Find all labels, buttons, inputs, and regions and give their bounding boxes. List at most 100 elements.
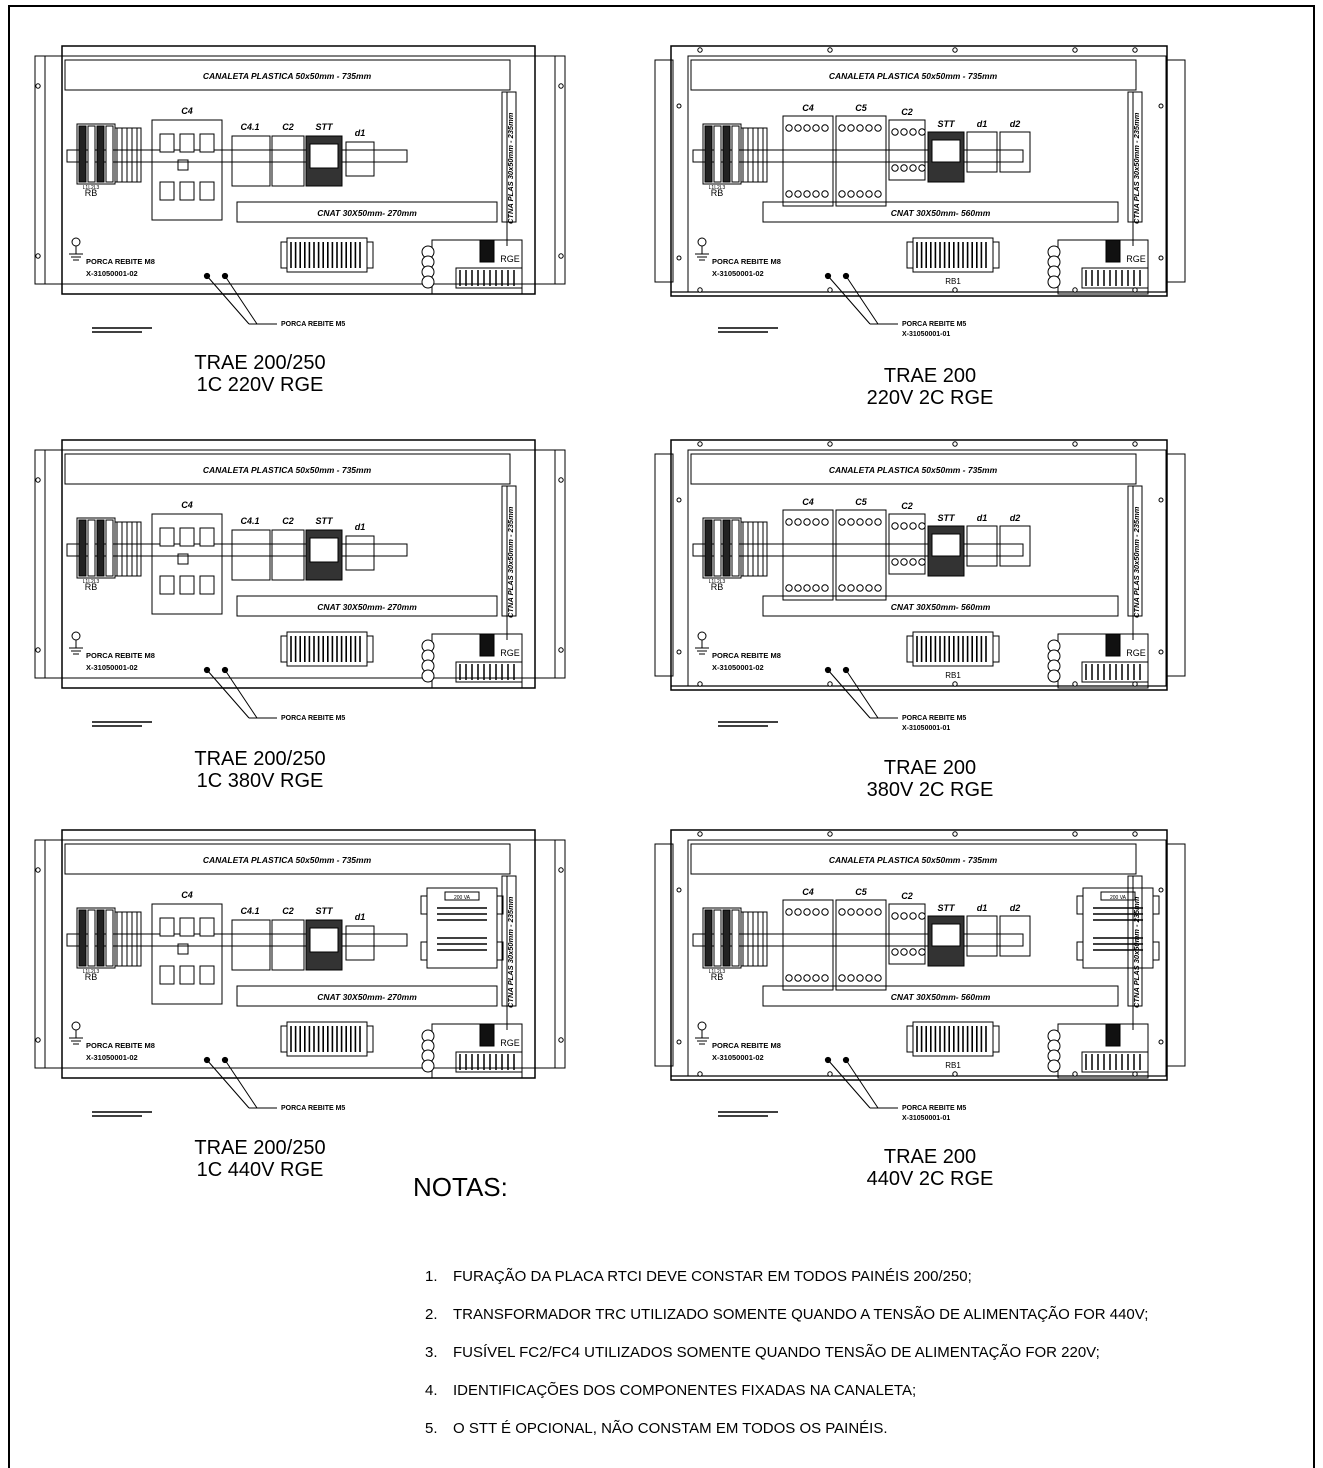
rivet-hole [558,83,564,89]
rivet-hole [1072,441,1078,447]
spring-coil [1047,669,1061,683]
drawing-label: RB1 [945,671,961,680]
drawing-label: d1 [355,522,366,532]
rivet-hole [1132,47,1138,53]
drawing-label: 200 VA [454,895,471,901]
rivet-hole [676,103,682,109]
drawing-label: C4 [181,890,193,900]
rivet-hole [1072,681,1078,687]
drawing-label: CANALETA PLASTICA 50x50mm - 735mm [829,71,998,81]
rivet-hole [1158,103,1164,109]
rivet-hole [1072,287,1078,293]
drawing-label: C5 [855,497,867,507]
contactor-c4-1 [231,135,271,187]
drawing-label: PORCA REBITE M8 [712,1041,781,1050]
drawing-label: STT [316,122,335,132]
relay-d1 [966,131,998,173]
rivet-hole [827,47,833,53]
drawing-label: C4 [181,500,193,510]
din-rail [692,933,1024,947]
canaleta-vertical [1127,91,1143,223]
drawing-label: CNAT 30X50mm- 560mm [891,208,991,218]
canaleta-vertical [1127,485,1143,617]
terminal-block-rb-side [740,911,768,967]
canaleta-top [690,453,1137,485]
rivet-hole [35,477,41,483]
drawing-label: CANALETA PLASTICA 50x50mm - 735mm [829,465,998,475]
canaleta-top [690,843,1137,875]
canaleta-vertical [501,875,517,1007]
drawing-label: C4 [802,103,814,113]
drawing-label: CANALETA PLASTICA 50x50mm - 735mm [829,855,998,865]
drawing-label: C2 [282,516,294,526]
canaleta-vertical [1127,875,1143,1007]
drawing-label: CANALETA PLASTICA 50x50mm - 735mm [203,855,372,865]
drawing-label: CTNA PLAS 30x50mm - 235mm [1132,112,1141,224]
cnat-duct [236,201,498,223]
drawing-label: RB1 [945,277,961,286]
cnat-duct [236,595,498,617]
drawing-label: STT [938,513,957,523]
rivet-hole [827,1071,833,1077]
drawing-label: CNAT 30X50mm- 270mm [317,208,417,218]
drawing-label: X-31050001-01 [902,725,950,732]
rivet-hole [676,887,682,893]
rivet-hole [827,681,833,687]
drawing-label: STT [316,906,335,916]
canaleta-top [64,843,511,875]
rivet-hole [952,287,958,293]
drawing-label: C2 [901,501,913,511]
rivet-hole [1158,255,1164,261]
rivet-hole [697,287,703,293]
contactor-c5 [835,509,887,601]
mounting-rail-left [654,843,674,1067]
contactor-c5 [835,899,887,991]
drawing-label: C4 [802,887,814,897]
canaleta-vertical [501,485,517,617]
mounting-rail-right [1166,843,1186,1067]
drawing-label: d1 [355,912,366,922]
drawing-label: L1L2L3 [709,185,726,191]
drawing-label: CNAT 30X50mm- 560mm [891,602,991,612]
drawing-label: PORCA REBITE M5 [902,1105,966,1112]
drawing-label: CTNA PLAS 30x50mm - 235mm [506,896,515,1008]
mounting-rail-right [1166,453,1186,677]
drawing-label: CNAT 30X50mm- 560mm [891,992,991,1002]
drawing-label: CTNA PLAS 30x50mm - 235mm [506,112,515,224]
cnat-duct [762,201,1119,223]
drawing-label: X-31050001-02 [86,1053,138,1062]
drawing-label: CTNA PLAS 30x50mm - 235mm [1132,506,1141,618]
drawing-label: RGE [500,254,520,264]
canaleta-top [64,59,511,91]
ground-icon [697,237,707,247]
terminal-block-rb-side [114,127,142,183]
drawing-label: X-31050001-02 [86,269,138,278]
relay-d1 [345,141,375,177]
spring-coil [421,669,435,683]
drawing-label: STT [316,516,335,526]
ground-icon [71,1021,81,1031]
drawing-label: C4.1 [240,906,259,916]
drawing-label: C4 [802,497,814,507]
rivet-hole [697,831,703,837]
mounting-rail-right [1166,59,1186,283]
drawing-label: CNAT 30X50mm- 270mm [317,602,417,612]
drawing-label: RGE [500,648,520,658]
contactor-c4 [782,899,834,991]
drawing-label: RGE [1126,648,1146,658]
drawing-label: RGE [500,1038,520,1048]
relay-d1 [345,925,375,961]
mounting-plate [34,449,566,679]
panel-frame [61,45,536,295]
rivet-hole [697,681,703,687]
drawing-label: C2 [282,906,294,916]
ground-icon [697,1021,707,1031]
drawing-label: RB [85,582,98,592]
contactor-c5 [835,115,887,207]
drawing-label: STT [938,903,957,913]
drawing-label: C5 [855,887,867,897]
relay-d1 [345,535,375,571]
panel-frame [61,829,536,1079]
